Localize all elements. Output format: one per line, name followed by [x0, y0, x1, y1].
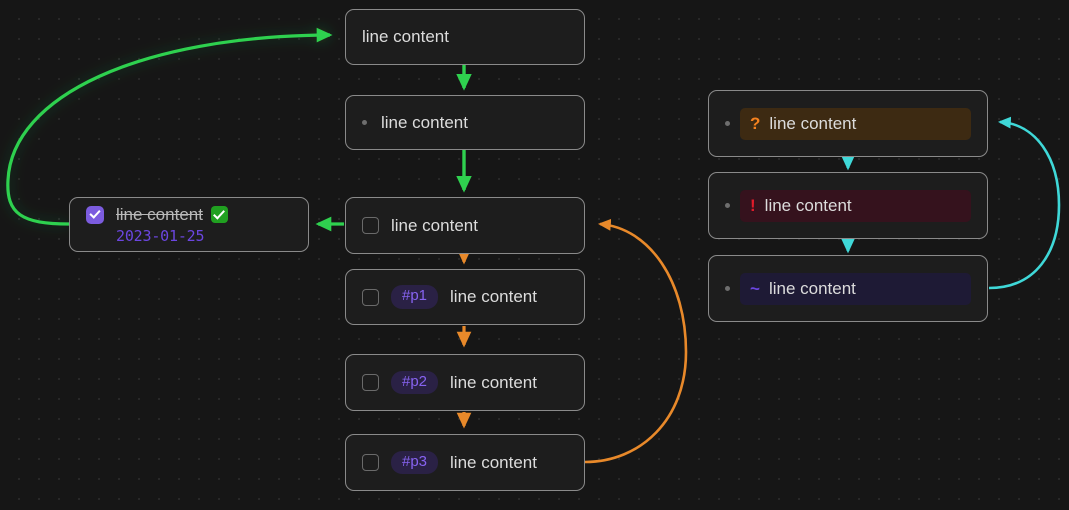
question-marker-icon: ? — [750, 113, 761, 133]
node-p2[interactable]: #p2 line content — [345, 354, 585, 411]
node-p2-label: line content — [450, 372, 537, 392]
node-bulleted[interactable]: line content — [345, 95, 585, 150]
checkbox-unchecked-icon[interactable] — [362, 288, 379, 306]
edge-tilde-to-question — [988, 116, 1061, 290]
node-p3[interactable]: #p3 line content — [345, 434, 585, 491]
bullet-icon — [725, 203, 730, 208]
edge-done-to-plain — [6, 27, 333, 226]
priority-tag-p2[interactable]: #p2 — [391, 370, 439, 395]
node-p1-label: line content — [450, 287, 537, 306]
node-p1[interactable]: #p1 line content — [345, 269, 585, 325]
checkbox-unchecked-icon[interactable] — [362, 374, 379, 391]
node-done[interactable]: line content 2023-01-25 — [69, 197, 309, 252]
node-tilde[interactable]: ~ line content — [708, 255, 988, 322]
node-question-label: line content — [769, 113, 857, 133]
node-important-label: line content — [764, 195, 852, 215]
priority-tag-p1[interactable]: #p1 — [391, 285, 439, 309]
node-plain[interactable]: line content — [345, 9, 585, 65]
node-p3-label: line content — [450, 452, 537, 472]
node-important[interactable]: ! line content — [708, 172, 988, 239]
node-task-label: line content — [391, 215, 478, 235]
node-done-date: 2023-01-25 — [116, 226, 205, 245]
important-marker-icon: ! — [750, 195, 756, 215]
node-question[interactable]: ? line content — [708, 90, 988, 157]
node-done-label: line content — [116, 204, 203, 224]
tilde-marker-icon: ~ — [750, 278, 760, 298]
bullet-icon — [362, 120, 367, 125]
edge-p3-to-task — [584, 218, 688, 464]
checkbox-unchecked-icon[interactable] — [362, 217, 379, 234]
node-task[interactable]: line content — [345, 197, 585, 254]
important-highlight: ! line content — [740, 189, 971, 222]
node-plain-label: line content — [362, 27, 449, 46]
priority-tag-p3[interactable]: #p3 — [391, 450, 439, 475]
check-mark-emoji-icon — [210, 206, 228, 223]
question-highlight: ? line content — [740, 107, 971, 140]
node-bulleted-label: line content — [381, 112, 468, 132]
bullet-icon — [725, 121, 730, 126]
node-done-row: line content — [86, 205, 292, 225]
tilde-highlight: ~ line content — [740, 272, 971, 305]
bullet-icon — [725, 286, 730, 291]
checkbox-unchecked-icon[interactable] — [362, 454, 379, 471]
checkbox-checked-icon[interactable] — [86, 205, 104, 224]
node-tilde-label: line content — [768, 278, 856, 298]
